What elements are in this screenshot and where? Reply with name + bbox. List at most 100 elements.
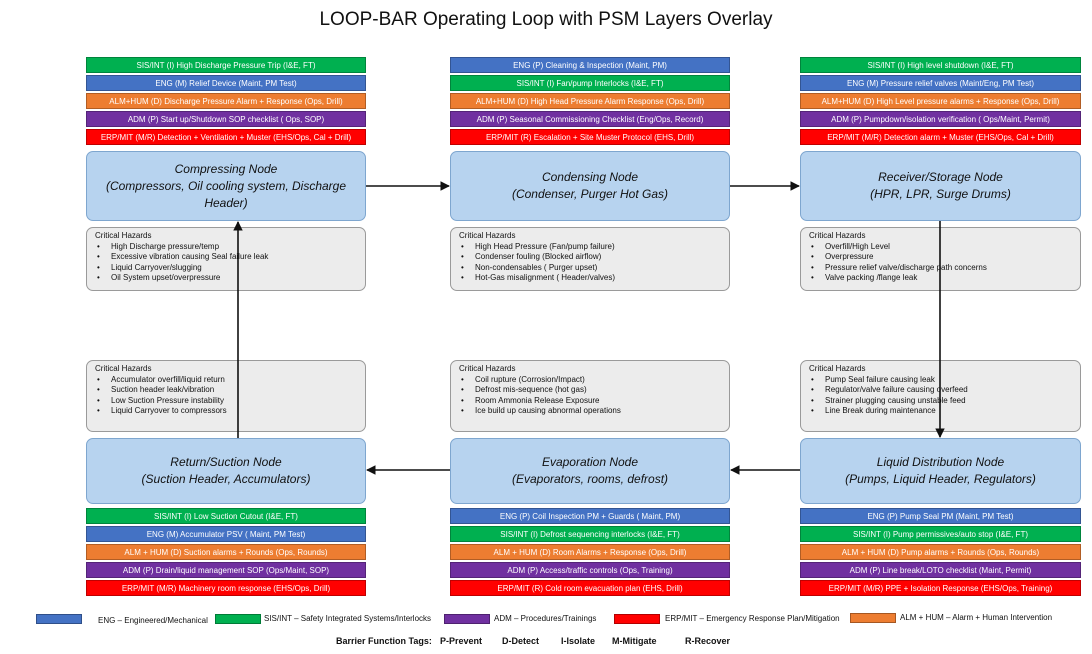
barrier-layer: ALM+HUM (D) Discharge Pressure Alarm + R… [86,93,366,109]
receiver-node: Receiver/Storage Node (HPR, LPR, Surge D… [800,151,1081,221]
hazard-item: Ice build up causing abnormal operations [461,406,721,417]
barrier-layer: ENG (M) Relief Device (Maint, PM Test) [86,75,366,91]
barrier-layer: ENG (P) Coil Inspection PM + Guards ( Ma… [450,508,730,524]
legend-label-sis: SIS/INT – Safety Integrated Systems/Inte… [264,614,432,623]
barrier-layer: ADM (P) Start up/Shutdown SOP checklist … [86,111,366,127]
barrier-layer: SIS/INT (I) Defrost sequencing interlock… [450,526,730,542]
barrier-layer: ERP/MIT (R) Cold room evacuation plan (E… [450,580,730,596]
barrier-layer: ADM (P) Pumpdown/isolation verification … [800,111,1081,127]
liquid-distribution-node: Liquid Distribution Node (Pumps, Liquid … [800,438,1081,504]
diagram-title: LOOP-BAR Operating Loop with PSM Layers … [319,9,773,30]
hazard-item: Room Ammonia Release Exposure [461,396,721,407]
barrier-layer: ERP/MIT (R) Escalation + Site Muster Pro… [450,129,730,145]
hazards-title: Critical Hazards [95,364,152,373]
hazard-item: Condenser fouling (Blocked airflow) [461,252,721,263]
node-title: Return/Suction Node [170,455,282,469]
node-subtitle: (Pumps, Liquid Header, Regulators) [845,472,1036,486]
barrier-tags-label: Barrier Function Tags: [336,636,432,646]
compressing-node: Compressing Node (Compressors, Oil cooli… [86,151,366,221]
barrier-layer: ALM+HUM (D) High Level pressure alarms +… [800,93,1081,109]
legend-swatch-adm [444,614,490,624]
hazard-item: High Discharge pressure/temp [97,242,357,253]
barrier-layer: SIS/INT (I) High level shutdown (I&E, FT… [800,57,1081,73]
hazard-item: Strainer plugging causing unstable feed [811,396,1072,407]
node-subtitle: (Suction Header, Accumulators) [141,472,311,486]
hazard-item: Overfill/High Level [811,242,1072,253]
legend-label-alm: ALM + HUM – Alarm + Human Intervention [900,613,1053,622]
hazards-title: Critical Hazards [459,231,516,240]
legend-swatch-erp [614,614,660,624]
hazard-item: Line Break during maintenance [811,406,1072,417]
hazards-title: Critical Hazards [809,364,866,373]
barrier-layer: ALM + HUM (D) Room Alarms + Response (Op… [450,544,730,560]
node-subtitle: (Evaporators, rooms, defrost) [511,472,669,486]
barrier-layer: SIS/INT (I) Fan/pump Interlocks (I&E, FT… [450,75,730,91]
barrier-layer: ENG (M) Pressure relief valves (Maint/En… [800,75,1081,91]
condensing-node: Condensing Node (Condenser, Purger Hot G… [450,151,730,221]
hazard-item: Non-condensables ( Purger upset) [461,263,721,274]
hazard-item: Accumulator overfill/liquid return [97,375,357,386]
barrier-layer: SIS/INT (I) High Discharge Pressure Trip… [86,57,366,73]
hazard-item: Liquid Carryover/slugging [97,263,357,274]
legend-label-eng: ENG – Engineered/Mechanical [98,616,208,625]
barrier-tag-mitigate: M-Mitigate [612,636,657,646]
node-subtitle: (HPR, LPR, Surge Drums) [870,187,1011,201]
node-subtitle: (Condenser, Purger Hot Gas) [511,187,669,201]
node-title: Evaporation Node [541,455,639,469]
node-title: Compressing Node [174,161,278,176]
legend-label-erp: ERP/MIT – Emergency Response Plan/Mitiga… [665,614,840,623]
hazard-item: Suction header leak/vibration [97,385,357,396]
legend-swatch-alm [850,613,896,623]
return-hazards: Critical Hazards Accumulator overfill/li… [86,360,366,432]
node-title: Liquid Distribution Node [876,455,1005,469]
hazard-item: Coil rupture (Corrosion/Impact) [461,375,721,386]
barrier-layer: ADM (P) Seasonal Commissioning Checklist… [450,111,730,127]
hazards-title: Critical Hazards [95,231,152,240]
condensing-hazards: Critical Hazards High Head Pressure (Fan… [450,227,730,291]
hazard-item: Pressure relief valve/discharge path con… [811,263,1072,274]
barrier-layer: ADM (P) Access/traffic controls (Ops, Tr… [450,562,730,578]
barrier-tag-recover: R-Recover [685,636,731,646]
barrier-layer: ERP/MIT (M/R) Detection alarm + Muster (… [800,129,1081,145]
barrier-layer: ERP/MIT (M/R) Machinery room response (E… [86,580,366,596]
hazard-item: Overpressure [811,252,1072,263]
node-subtitle: (Compressors, Oil cooling system, Discha… [105,178,347,193]
barrier-layer: ERP/MIT (M/R) PPE + Isolation Response (… [800,580,1081,596]
node-subtitle-cont: Header) [204,195,248,210]
compressing-hazards: Critical Hazards High Discharge pressure… [86,227,366,291]
node-title: Receiver/Storage Node [878,170,1003,184]
hazard-item: Low Suction Pressure instability [97,396,357,407]
barrier-layer: ENG (P) Pump Seal PM (Maint, PM Test) [800,508,1081,524]
barrier-layer: SIS/INT (I) Pump permissives/auto stop (… [800,526,1081,542]
barrier-tag-prevent: P-Prevent [440,636,483,646]
evaporation-node: Evaporation Node (Evaporators, rooms, de… [450,438,730,504]
barrier-tag-isolate: I-Isolate [561,636,596,646]
barrier-layer: ADM (P) Line break/LOTO checklist (Maint… [800,562,1081,578]
hazard-item: Oil System upset/overpressure [97,273,357,284]
node-title: Condensing Node [541,170,639,184]
hazards-title: Critical Hazards [809,231,866,240]
legend-label-adm: ADM – Procedures/Trainings [494,614,597,623]
hazards-title: Critical Hazards [459,364,516,373]
hazard-item: Pump Seal failure causing leak [811,375,1072,386]
hazard-item: Defrost mis-sequence (hot gas) [461,385,721,396]
barrier-layer: ENG (M) Accumulator PSV ( Maint, PM Test… [86,526,366,542]
barrier-layer: ALM + HUM (D) Suction alarms + Rounds (O… [86,544,366,560]
hazard-item: Liquid Carryover to compressors [97,406,357,417]
legend-swatch-sis [215,614,261,624]
legend-swatch-eng [36,614,82,624]
barrier-layer: ENG (P) Cleaning & Inspection (Maint, PM… [450,57,730,73]
hazard-item: High Head Pressure (Fan/pump failure) [461,242,721,253]
hazard-item: Regulator/valve failure causing overfeed [811,385,1072,396]
barrier-layer: ADM (P) Drain/liquid management SOP (Ops… [86,562,366,578]
barrier-layer: SIS/INT (I) Low Suction Cutout (I&E, FT) [86,508,366,524]
barrier-layer: ALM + HUM (D) Pump alarms + Rounds (Ops,… [800,544,1081,560]
evaporation-hazards: Critical Hazards Coil rupture (Corrosion… [450,360,730,432]
hazard-item: Valve packing /flange leak [811,273,1072,284]
return-node: Return/Suction Node (Suction Header, Acc… [86,438,366,504]
hazard-item: Hot-Gas misalignment ( Header/valves) [461,273,721,284]
hazard-item: Excessive vibration causing Seal failure… [97,252,357,263]
barrier-tag-detect: D-Detect [502,636,540,646]
barrier-layer: ALM+HUM (D) High Head Pressure Alarm Res… [450,93,730,109]
